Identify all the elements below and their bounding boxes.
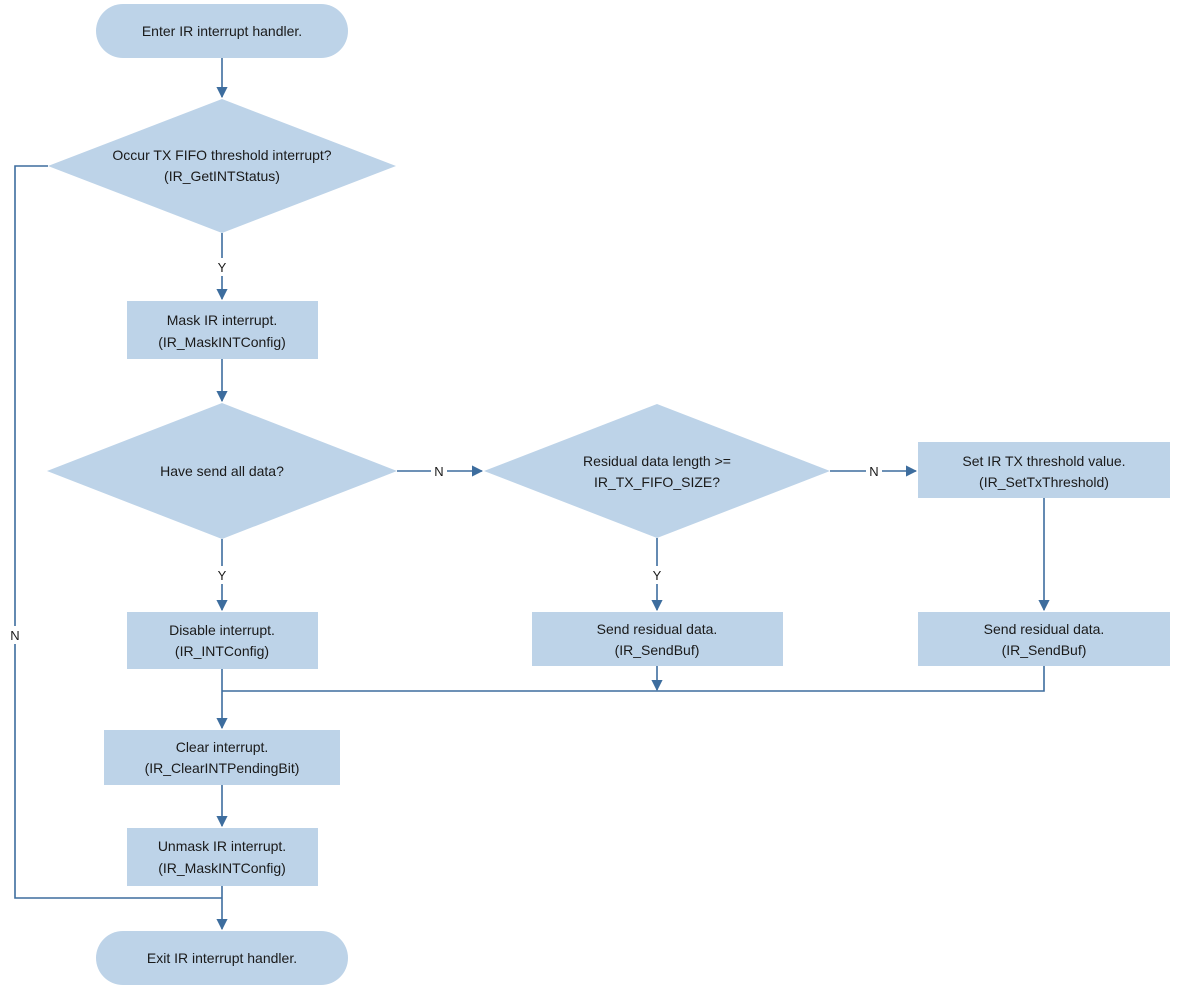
node-all-sent: Have send all data? xyxy=(47,403,397,539)
label-residual-no: N xyxy=(869,464,878,479)
label-tx-yes: Y xyxy=(218,260,227,275)
node-residual-check: Residual data length >= IR_TX_FIFO_SIZE? xyxy=(484,404,830,538)
node-unmask-line1: Unmask IR interrupt. xyxy=(158,838,286,854)
node-enter: Enter IR interrupt handler. xyxy=(96,4,348,58)
node-disable-line1: Disable interrupt. xyxy=(169,622,275,638)
label-allsent-no: N xyxy=(434,464,443,479)
node-mask: Mask IR interrupt. (IR_MaskINTConfig) xyxy=(127,301,318,359)
node-set-threshold: Set IR TX threshold value. (IR_SetTxThre… xyxy=(918,442,1170,498)
node-clear: Clear interrupt. (IR_ClearINTPendingBit) xyxy=(104,730,340,785)
node-send-right-line1: Send residual data. xyxy=(984,621,1105,637)
node-unmask: Unmask IR interrupt. (IR_MaskINTConfig) xyxy=(127,828,318,886)
node-send-mid-line2: (IR_SendBuf) xyxy=(615,642,700,658)
node-check-tx-line1: Occur TX FIFO threshold interrupt? xyxy=(112,147,331,163)
node-check-tx: Occur TX FIFO threshold interrupt? (IR_G… xyxy=(48,99,396,233)
node-exit: Exit IR interrupt handler. xyxy=(96,931,348,985)
node-unmask-line2: (IR_MaskINTConfig) xyxy=(158,860,286,876)
node-clear-line2: (IR_ClearINTPendingBit) xyxy=(145,760,300,776)
label-residual-yes: Y xyxy=(653,568,662,583)
edges xyxy=(14,58,1050,931)
node-set-threshold-line2: (IR_SetTxThreshold) xyxy=(979,474,1109,490)
node-residual-line1: Residual data length >= xyxy=(583,453,731,469)
label-allsent-yes: Y xyxy=(218,568,227,583)
edge-check-no-loop xyxy=(14,165,222,899)
label-tx-no: N xyxy=(10,628,19,643)
node-send-mid: Send residual data. (IR_SendBuf) xyxy=(532,612,783,666)
node-send-right: Send residual data. (IR_SendBuf) xyxy=(918,612,1170,666)
node-clear-line1: Clear interrupt. xyxy=(176,739,269,755)
node-disable-line2: (IR_INTConfig) xyxy=(175,643,269,659)
node-exit-text: Exit IR interrupt handler. xyxy=(147,950,297,966)
node-residual-line2: IR_TX_FIFO_SIZE? xyxy=(594,474,720,490)
node-send-right-line2: (IR_SendBuf) xyxy=(1002,642,1087,658)
node-mask-line2: (IR_MaskINTConfig) xyxy=(158,334,286,350)
node-check-tx-line2: (IR_GetINTStatus) xyxy=(164,168,280,184)
node-disable: Disable interrupt. (IR_INTConfig) xyxy=(127,612,318,669)
edge-labels: Y N N Y Y N xyxy=(7,258,882,644)
node-set-threshold-line1: Set IR TX threshold value. xyxy=(962,453,1125,469)
node-enter-text: Enter IR interrupt handler. xyxy=(142,23,302,39)
edge-send-right-to-merge xyxy=(222,666,1045,692)
node-all-sent-text: Have send all data? xyxy=(160,463,284,479)
node-send-mid-line1: Send residual data. xyxy=(597,621,718,637)
node-mask-line1: Mask IR interrupt. xyxy=(167,312,277,328)
